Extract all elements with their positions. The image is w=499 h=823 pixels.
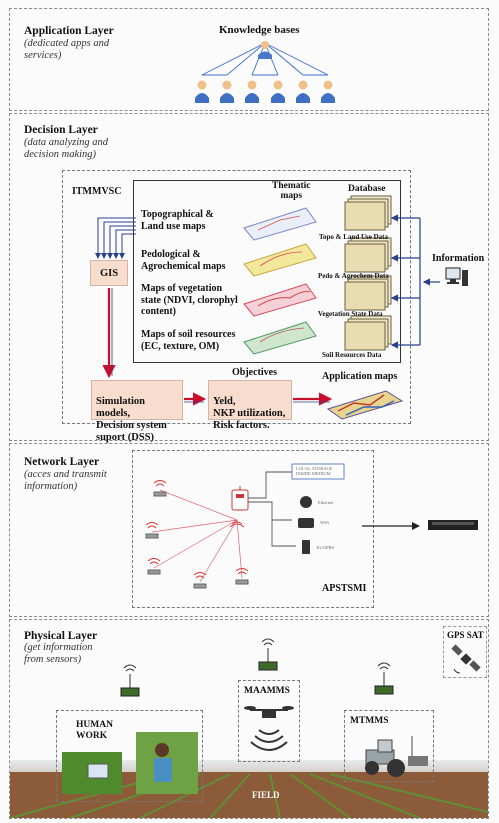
cellular-icon bbox=[302, 540, 310, 554]
topo-map-icon bbox=[243, 207, 317, 241]
gateway-icon bbox=[231, 486, 249, 511]
knowledge-bases-label: Knowledge bases bbox=[219, 24, 300, 36]
thematic-maps-label: Thematic maps bbox=[272, 181, 311, 201]
tractor-icon bbox=[365, 736, 428, 777]
decision-layer: Decision Layer (data analyzing and decis… bbox=[9, 113, 489, 441]
hub-person-icon bbox=[258, 41, 272, 59]
sensor-wifi-icons bbox=[145, 480, 249, 579]
map-label-soil: Maps of soil resources (EC, texture, OM) bbox=[141, 329, 236, 352]
application-layer-title: Application Layer bbox=[24, 25, 114, 37]
db-label-pedo: Pedo & Agrochem Data bbox=[318, 272, 389, 280]
application-map-icon bbox=[326, 390, 404, 420]
user-icons bbox=[195, 80, 335, 103]
gps-panel bbox=[443, 626, 487, 678]
network-diagram bbox=[145, 463, 478, 589]
vegetation-map-icon bbox=[243, 283, 317, 317]
decision-layer-subtitle: (data analyzing and decision making) bbox=[24, 137, 108, 160]
human-work-label: HUMAN WORK bbox=[76, 720, 113, 741]
db-label-soil: Soil Resources Data bbox=[322, 351, 382, 359]
sensor-node-icons bbox=[145, 491, 249, 589]
sensor-node-human bbox=[120, 664, 140, 697]
cellular-label: 3G/GPRS bbox=[316, 545, 335, 550]
gps-label: GPS SAT bbox=[447, 630, 484, 640]
field-label: FIELD bbox=[252, 790, 280, 800]
sensor-node-drone bbox=[258, 638, 278, 671]
human-work-photos bbox=[62, 732, 198, 794]
map-label-topo: Topographical & Land use maps bbox=[141, 209, 214, 232]
network-switch-icon bbox=[428, 520, 478, 530]
objectives-text: Yeld, NKP utilization, Risk factors. bbox=[213, 396, 286, 431]
satellite-icon bbox=[451, 644, 481, 674]
simulation-models-box: Simulation models, Decision system supor… bbox=[91, 380, 183, 443]
apstsmi-label: APSTSMI bbox=[322, 583, 367, 594]
application-maps-label: Application maps bbox=[322, 371, 398, 382]
simulation-models-label: Simulation models, Decision system supor… bbox=[96, 396, 167, 443]
wifi-label: WiFi bbox=[320, 520, 330, 525]
physical-layer-title: Physical Layer bbox=[24, 630, 98, 642]
maps-panel bbox=[133, 180, 401, 363]
ethernet-icon bbox=[300, 496, 312, 508]
physical-layer-subtitle: (get information from sensors) bbox=[24, 642, 93, 665]
sensor-node-tractor bbox=[374, 662, 394, 695]
folder-icon bbox=[344, 275, 392, 311]
database-folder-icons bbox=[344, 195, 392, 351]
drone-icon bbox=[244, 706, 294, 751]
information-label: Information bbox=[432, 253, 485, 264]
mtmms-panel bbox=[344, 710, 434, 782]
map-label-vegetation: Maps of vegetation state (NDVI, clorophy… bbox=[141, 283, 238, 317]
local-storage-box bbox=[291, 463, 345, 480]
db-label-topo: Topo & Land Use Data bbox=[319, 233, 388, 241]
decision-layer-title: Decision Layer bbox=[24, 124, 98, 136]
knowledge-network-diagram bbox=[195, 41, 335, 103]
objectives-label: Objectives bbox=[232, 367, 277, 378]
map-label-pedo: Pedological & Agrochemical maps bbox=[141, 249, 226, 272]
network-layer-subtitle: (acces and transmit information) bbox=[24, 469, 107, 492]
database-label: Database bbox=[348, 184, 386, 194]
computer-icon bbox=[445, 267, 468, 286]
thematic-map-tiles bbox=[243, 207, 317, 355]
ethernet-label: Ethernet bbox=[318, 500, 334, 505]
folder-icon bbox=[344, 195, 392, 231]
apstsmi-panel bbox=[132, 450, 374, 608]
maamms-panel bbox=[238, 680, 300, 762]
physical-layer: Physical Layer (get information from sen… bbox=[9, 619, 489, 819]
itmmvsc-panel bbox=[62, 170, 411, 424]
human-work-panel bbox=[56, 710, 203, 802]
db-label-vegetation: Vegetation State Data bbox=[318, 310, 383, 318]
maamms-label: MAAMMS bbox=[244, 686, 290, 696]
application-layer-subtitle: (dedicated apps and services) bbox=[24, 38, 110, 61]
local-storage-label: LOCAL STORAGE INSIDE MEDIUM bbox=[296, 466, 333, 476]
mtmms-label: MTMMS bbox=[350, 716, 389, 726]
objectives-box: Yeld, NKP utilization, Risk factors. bbox=[208, 380, 292, 431]
network-layer-title: Network Layer bbox=[24, 456, 100, 468]
folder-icon bbox=[344, 315, 392, 351]
itmmvsc-label: ITMMVSC bbox=[72, 186, 122, 197]
soil-map-icon bbox=[243, 321, 317, 355]
folder-icon bbox=[344, 237, 392, 273]
gis-box: GIS bbox=[90, 260, 128, 286]
pedo-map-icon bbox=[243, 243, 317, 277]
application-layer: Application Layer (dedicated apps and se… bbox=[9, 8, 489, 111]
gis-label: GIS bbox=[99, 268, 119, 279]
wifi-icon bbox=[298, 518, 314, 528]
network-layer: Network Layer (acces and transmit inform… bbox=[9, 443, 489, 617]
